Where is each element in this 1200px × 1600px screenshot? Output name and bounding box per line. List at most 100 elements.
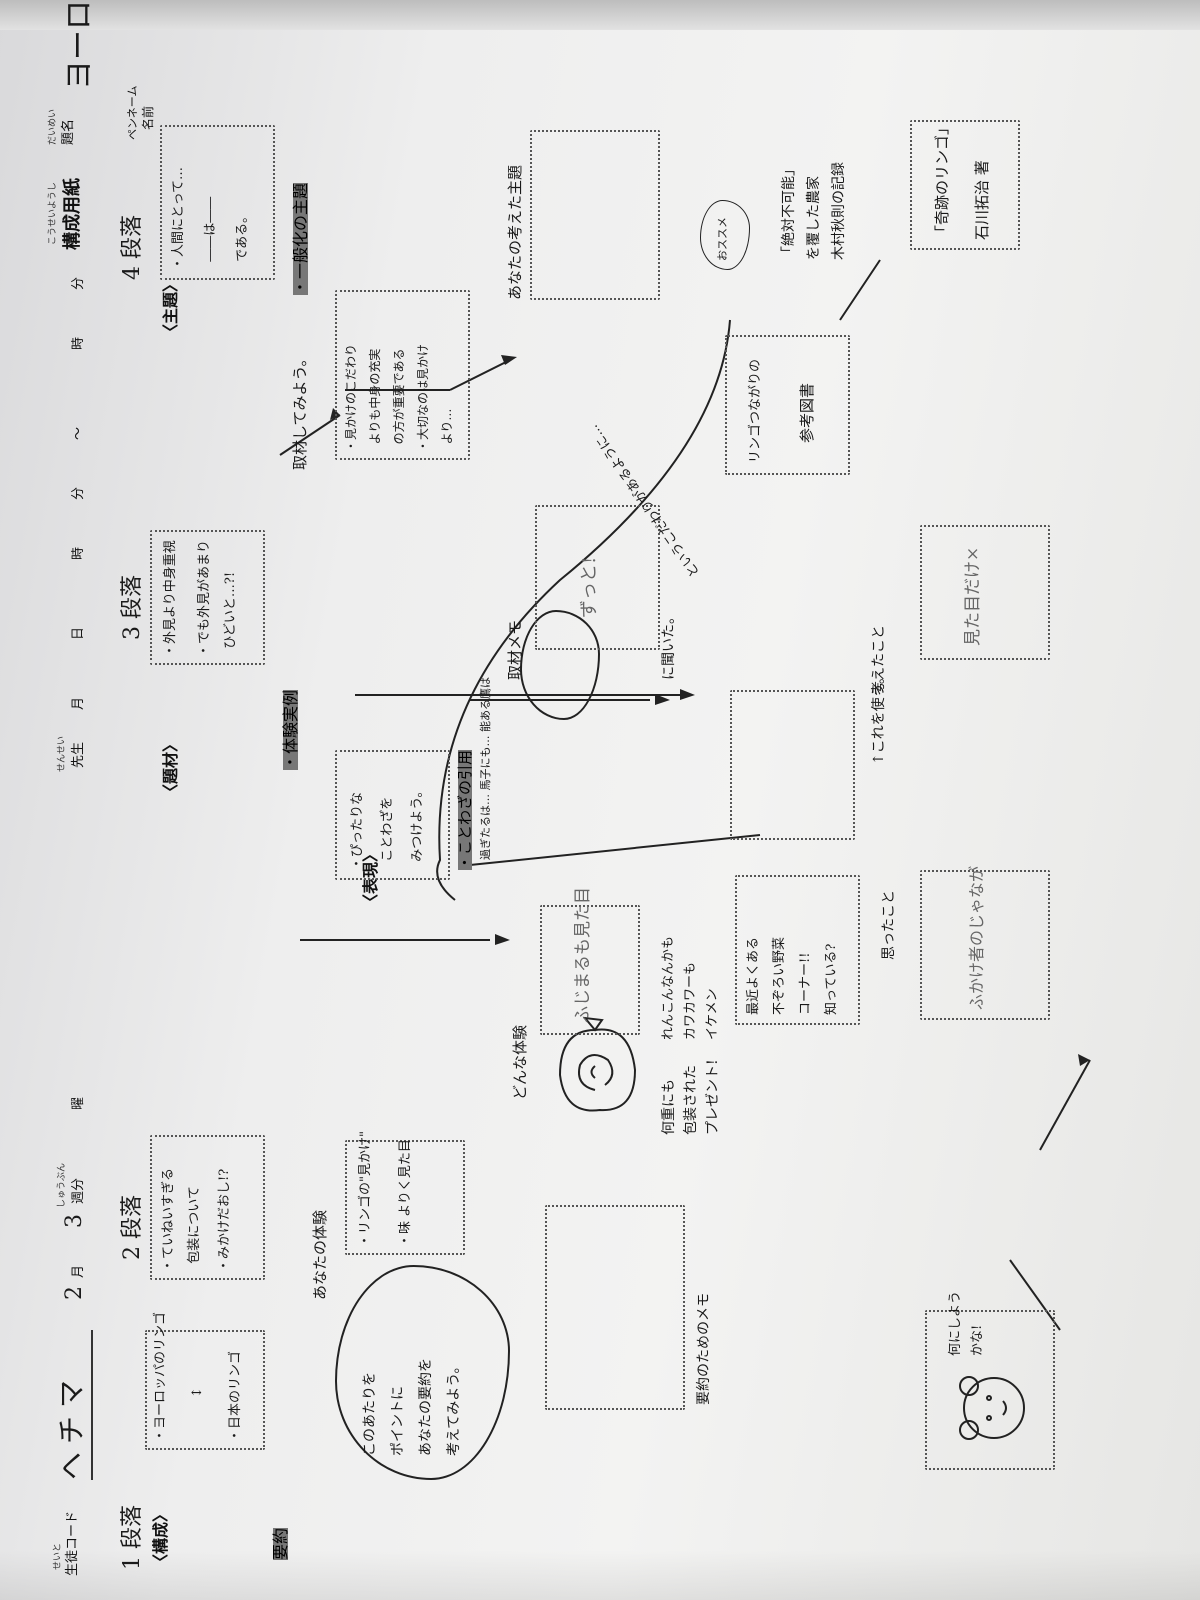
experience-label: あなたの体験 <box>311 1209 329 1300</box>
book-quote-3: 木村秋則の記録 <box>831 162 847 260</box>
section-3-box: ・外見より中身重視 ・でも外見があまり ひどいと…?! <box>150 530 265 665</box>
date-label-minute-2: 分 <box>71 276 86 290</box>
teacher-label: 先生 <box>71 741 86 768</box>
experience-box: ふじまるも見た目 <box>540 887 640 1035</box>
cloud-line-2: ポイントに <box>390 1386 406 1456</box>
section-1-line-2: ・日本のリンゴ <box>228 1350 243 1442</box>
reference-line-2: 参考図書 <box>798 382 816 443</box>
summary-content-line-2: ・味 よりく見た目 <box>398 1139 413 1247</box>
title-value: ヨーロッパにおけるりんごの感 <box>60 0 101 90</box>
kotowaza-prompt-1: ・ぴったりな <box>350 791 365 870</box>
week-ruby: しゅうぶん <box>57 1162 67 1208</box>
section-3-heading: 3 段落 <box>120 575 145 640</box>
book-quote-2: を覆した農家 <box>806 176 822 260</box>
date-label-month: 月 <box>71 696 86 710</box>
section-4-line-3: である。 <box>235 209 250 270</box>
vegetable-line-1: 最近よくある <box>746 936 761 1015</box>
your-theme-box <box>530 130 660 300</box>
form-title: 構成用紙 <box>62 178 83 250</box>
book-author: 石川拓治 著 <box>973 160 991 240</box>
reference-line-1: リンゴつながりの <box>748 358 763 463</box>
name-label: 名前 <box>141 105 155 130</box>
section-2-line-3: ・みかけだおし!? <box>217 1168 232 1272</box>
thought-label: 思ったこと <box>881 890 897 960</box>
vegetable-line-3: コーナー!! <box>798 952 813 1015</box>
section-4-line-2: ――は―― <box>203 196 218 270</box>
month-label: 月 <box>71 1264 86 1278</box>
vegetable-line-4: 知っている? <box>824 943 839 1015</box>
bottom-shadow <box>0 1550 1200 1600</box>
note-line-3: イケメン <box>705 988 720 1040</box>
section-3-line-2: ・でも外見があまり <box>197 539 212 657</box>
note-line-1: れんこんなんかも <box>661 935 676 1040</box>
cloud-line-1: このあたりを <box>362 1372 378 1456</box>
section-2-box: ・ていねいすぎる 包装について ・みかけだおし!? <box>150 1135 265 1280</box>
kotowaza-prompt-3: みつけよう。 <box>410 784 425 870</box>
summary-memo-label: 要約のためのメモ <box>696 1293 712 1405</box>
think-box: 見た目だけ× <box>920 525 1050 660</box>
kotowaza-prompt-box: ・ぴったりな ことわざを みつけよう。 <box>335 750 450 880</box>
section-2-line-2: 包装について <box>187 1186 202 1272</box>
general-line-2: よりも中身の充実 <box>368 348 382 452</box>
section-1-line-1: ・ヨーロッパのリンゴ <box>153 1311 168 1442</box>
doodle-box: 何にしよう かな! <box>925 1291 1055 1470</box>
cloud-line-4: 考えてみよう。 <box>446 1359 462 1456</box>
date-label-hour: 時 <box>71 546 86 560</box>
interview-box-text: ずっと! <box>579 556 600 618</box>
book-box: 「奇跡のリンゴ」 石川拓治 著 <box>910 120 1020 250</box>
month-value: 2 <box>62 1286 87 1300</box>
summary-content-line-1: ・リンゴの"見かけ" <box>358 1131 373 1247</box>
cloud-line-3: あなたの要約を <box>418 1358 434 1456</box>
how-experience-label: どんな体験 <box>511 1024 529 1100</box>
asked-label: に聞いた。 <box>661 610 677 680</box>
think-box-text: 見た目だけ× <box>963 546 983 646</box>
date-label-youbi: 曜 <box>71 1096 86 1110</box>
summary-content-box: ・リンゴの"見かけ" ・味 よりく見た目 <box>345 1131 465 1255</box>
vegetable-line-2: 不ぞろい野菜 <box>772 936 787 1015</box>
book-quote-1: 「絶対不可能」 <box>781 162 797 260</box>
vegetable-corner-box: 最近よくある 不ぞろい野菜 コーナー!! 知っている? <box>735 875 860 1025</box>
gift-line-1: 何重にも <box>661 1079 677 1135</box>
gift-line-2: 包装された <box>683 1065 699 1135</box>
general-line-5: より… <box>440 408 454 452</box>
interview-box: ずっと! <box>535 505 660 650</box>
taiken-label: ・体験実例 <box>281 689 300 770</box>
section-2-heading: 2 段落 <box>120 1195 145 1260</box>
general-theme-box: ・見かけのこだわり よりも中身の充実 の方が重要である ・大切なのは見かけ より… <box>335 290 470 460</box>
s3-empty-box <box>730 690 855 840</box>
doodle-line-1: 何にしよう <box>948 1290 963 1356</box>
general-line-1: ・見かけのこだわり <box>344 343 358 452</box>
interview-prompt: 取材してみよう。 <box>291 351 309 470</box>
general-line-3: の方が重要である <box>392 348 406 452</box>
section-1-box: ・ヨーロッパのリンゴ ↕ ・日本のリンゴ <box>145 1312 265 1450</box>
title-label: 題名 <box>61 118 76 145</box>
week-value: 3 <box>62 1214 87 1228</box>
think-label: 考えたこと <box>871 625 887 695</box>
section-3-line-1: ・外見より中身重視 <box>163 540 178 657</box>
section-2-line-1: ・ていねいすぎる <box>161 1167 176 1272</box>
gift-line-3: プレゼント! <box>705 1059 721 1135</box>
section-4-heading: 4 段落 <box>120 215 145 280</box>
date-label-tilde: 〜 <box>71 426 86 440</box>
reference-book-box: リンゴつながりの 参考図書 <box>725 335 850 475</box>
book-title: 「奇跡のリンゴ」 <box>933 119 951 240</box>
kotowaza-prompt-2: ことわざを <box>380 796 395 870</box>
thought-box: ふかけ者のじゃなが <box>920 866 1050 1020</box>
kotowaza-note: 過ぎたるは… 馬子にも… 能ある鷹は <box>479 677 492 860</box>
summary-memo-box <box>545 1205 685 1410</box>
doodle-line-2: かな! <box>970 1324 985 1356</box>
general-theme-label: ・一般化の主題 <box>291 182 310 295</box>
title-ruby: だいめい <box>48 108 58 145</box>
your-theme-label: あなたの考えた主題 <box>506 164 524 300</box>
pen-name-label: ペンネーム <box>126 85 139 140</box>
recommend-label: おススメ <box>716 217 729 261</box>
section-4-bracket: 〈主題〉 <box>161 275 180 340</box>
general-line-4: ・大切なのは見かけ <box>416 343 430 452</box>
experience-box-text: ふじまるも見た目 <box>573 887 593 1023</box>
note-line-2: カワカワーも <box>683 961 698 1040</box>
section-4-line-1: ・人間にとって… <box>171 167 186 270</box>
bear-doodle <box>959 1376 1025 1440</box>
